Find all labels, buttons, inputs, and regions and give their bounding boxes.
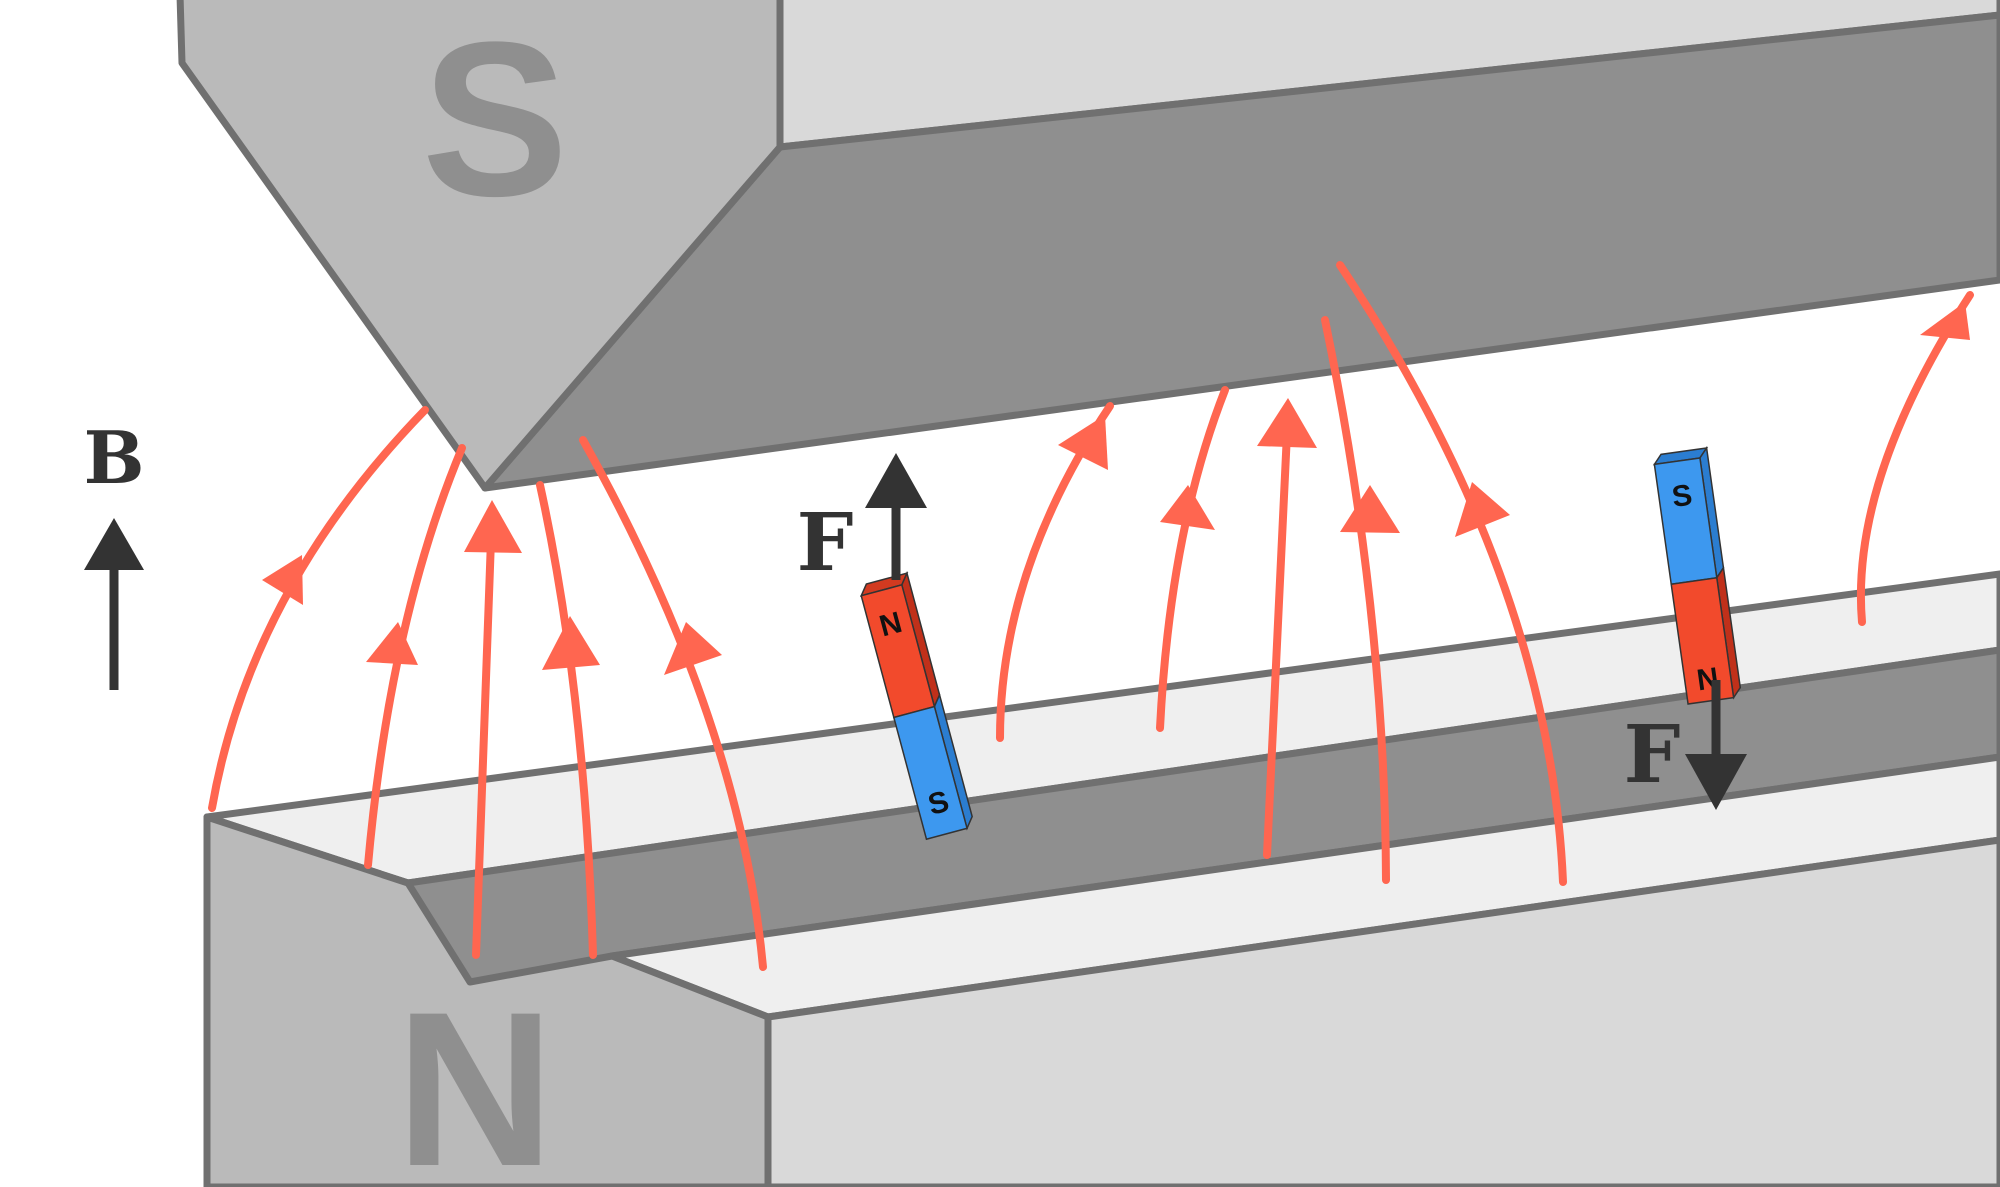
field-vector-arrowhead bbox=[84, 518, 144, 570]
field-vector-label: B bbox=[84, 415, 145, 500]
field-arrowhead bbox=[464, 500, 522, 553]
field-line bbox=[1321, 316, 1390, 884]
field-arrowhead bbox=[1058, 415, 1108, 470]
field-arrowhead bbox=[1455, 482, 1510, 537]
south-pole-front-face bbox=[176, 0, 784, 492]
north-pole-label: N bbox=[396, 966, 555, 1187]
field-line bbox=[1856, 291, 1974, 626]
north-pole-piece bbox=[203, 570, 2000, 1187]
field-arrowhead bbox=[1920, 302, 1970, 340]
field-arrowhead bbox=[1160, 485, 1215, 530]
field-arrowhead bbox=[262, 555, 303, 605]
force-vector-arrowhead bbox=[865, 453, 927, 508]
south-pole-piece bbox=[176, 0, 2000, 492]
field-line bbox=[536, 481, 597, 959]
north-pole-front-face bbox=[203, 813, 772, 1187]
field-line bbox=[208, 406, 429, 812]
north-pole-side-face bbox=[764, 836, 2000, 1187]
magnet-north-half bbox=[1670, 576, 1735, 705]
field-arrowhead bbox=[1340, 485, 1400, 533]
force-vector-up: F bbox=[797, 453, 927, 589]
field-line bbox=[1336, 261, 1567, 886]
force-vector-label: F bbox=[1624, 707, 1681, 801]
field-vector-b: B bbox=[84, 415, 145, 690]
force-vector-down: F bbox=[1624, 680, 1747, 810]
south-pole-label: S bbox=[422, 0, 569, 242]
test-magnet-right: S N bbox=[1652, 445, 1742, 705]
field-line bbox=[1156, 386, 1229, 732]
field-arrowhead bbox=[542, 616, 600, 670]
force-vector-arrowhead bbox=[1685, 754, 1747, 810]
field-arrowhead bbox=[1257, 398, 1317, 448]
field-line bbox=[579, 436, 767, 971]
force-vector-label: F bbox=[797, 495, 854, 589]
field-arrowheads bbox=[262, 302, 1970, 675]
field-arrowhead bbox=[366, 622, 418, 665]
field-line bbox=[1263, 408, 1292, 859]
field-arrowhead bbox=[664, 622, 722, 675]
field-line bbox=[472, 508, 496, 959]
magnet-south-half bbox=[892, 705, 968, 841]
magnet-south-label: S bbox=[1670, 479, 1694, 514]
